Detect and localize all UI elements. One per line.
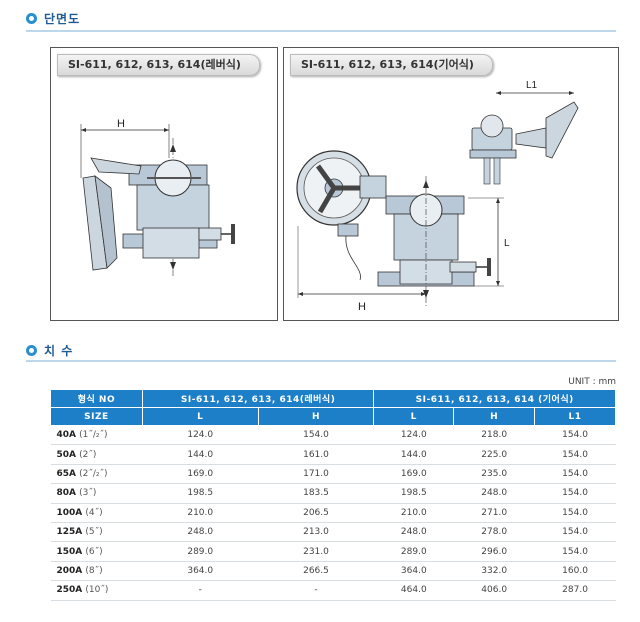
- header-gear-h: H: [453, 407, 536, 426]
- gear-h-cell: 218.0: [453, 425, 535, 446]
- header-lever-type: SI-611, 612, 613, 614(레버식): [141, 389, 375, 408]
- dimension-l1-label: L1: [526, 80, 538, 91]
- lever-type-label: SI-611, 612, 613, 614(레버식): [57, 54, 260, 76]
- lever-h-cell: 213.0: [258, 522, 374, 543]
- table-row: 200A (8˝) 364.0 266.5 364.0 332.0 160.0: [50, 561, 616, 582]
- gear-h-cell: 235.0: [453, 464, 535, 485]
- dimension-l-label: L: [504, 238, 510, 249]
- lever-l-cell: 198.5: [142, 483, 259, 504]
- gear-h-cell: 225.0: [453, 444, 535, 465]
- gear-l1-cell: 154.0: [534, 503, 616, 523]
- dimension-h-label: H: [117, 118, 125, 130]
- lever-type-drawing-panel: SI-611, 612, 613, 614(레버식) H: [50, 47, 278, 321]
- gear-l1-cell: 154.0: [534, 425, 616, 446]
- gear-l-cell: 248.0: [373, 522, 454, 543]
- gear-valve-cross-section-drawing: L1 L: [296, 80, 579, 313]
- lever-h-cell: -: [258, 580, 374, 601]
- gear-type-label: SI-611, 612, 613, 614(기어식): [290, 54, 493, 76]
- gear-h-cell: 278.0: [453, 522, 535, 543]
- table-row: 250A (10˝) - - 464.0 406.0 287.0: [50, 580, 616, 601]
- header-lever-l: L: [141, 407, 259, 426]
- header-gear-l: L: [373, 407, 455, 426]
- size-cell: 50A (2˝): [50, 444, 143, 465]
- table-row: 65A (2˝/₂˝) 169.0 171.0 169.0 235.0 154.…: [50, 464, 616, 485]
- lever-h-cell: 206.5: [258, 503, 374, 523]
- gear-l-cell: 210.0: [373, 503, 454, 523]
- lever-l-cell: 169.0: [142, 464, 259, 485]
- lever-l-cell: -: [142, 580, 259, 601]
- header-lever-h: H: [257, 407, 375, 426]
- section-bullet-icon: [26, 345, 37, 356]
- table-row: 100A (4˝) 210.0 206.5 210.0 271.0 154.0: [50, 503, 616, 523]
- lever-l-cell: 248.0: [142, 522, 259, 543]
- gear-l1-cell: 287.0: [534, 580, 616, 601]
- gear-l-cell: 124.0: [373, 425, 454, 446]
- header-gear-type: SI-611, 612, 613, 614 (기어식): [373, 389, 616, 408]
- section-header-cross-section: 단면도: [26, 10, 80, 27]
- lever-h-cell: 154.0: [258, 425, 374, 446]
- gear-l1-cell: 154.0: [534, 483, 616, 504]
- section-header-dimensions: 치 수: [26, 342, 73, 359]
- size-cell: 100A (4˝): [50, 503, 143, 523]
- table-row: 150A (6˝) 289.0 231.0 289.0 296.0 154.0: [50, 541, 616, 562]
- gear-l1-cell: 154.0: [534, 464, 616, 485]
- gear-l-cell: 169.0: [373, 464, 454, 485]
- lever-h-cell: 266.5: [258, 561, 374, 582]
- size-cell: 80A (3˝): [50, 483, 143, 504]
- lever-h-cell: 171.0: [258, 464, 374, 485]
- table-row: 40A (1˝/₂˝) 124.0 154.0 124.0 218.0 154.…: [50, 425, 616, 446]
- table-row: 125A (5˝) 248.0 213.0 248.0 278.0 154.0: [50, 522, 616, 543]
- section-title: 치 수: [44, 344, 74, 358]
- table-row: 80A (3˝) 198.5 183.5 198.5 248.0 154.0: [50, 483, 616, 504]
- section-divider: [26, 30, 616, 32]
- gear-h-cell: 332.0: [453, 561, 535, 582]
- lever-l-cell: 364.0: [142, 561, 259, 582]
- lever-l-cell: 124.0: [142, 425, 259, 446]
- dimension-table: 형식 NO SI-611, 612, 613, 614(레버식) SI-611,…: [50, 389, 616, 601]
- gear-l1-cell: 154.0: [534, 522, 616, 543]
- lever-valve-cross-section-drawing: H: [80, 118, 235, 278]
- gear-l-cell: 198.5: [373, 483, 454, 504]
- lever-h-cell: 183.5: [258, 483, 374, 504]
- lever-l-cell: 289.0: [142, 541, 259, 562]
- size-cell: 40A (1˝/₂˝): [50, 425, 143, 446]
- gear-l-cell: 144.0: [373, 444, 454, 465]
- header-model-no: 형식 NO: [50, 389, 143, 408]
- gear-l-cell: 289.0: [373, 541, 454, 562]
- size-cell: 250A (10˝): [50, 580, 143, 601]
- lever-h-cell: 231.0: [258, 541, 374, 562]
- size-cell: 65A (2˝/₂˝): [50, 464, 143, 485]
- unit-label: UNIT : mm: [568, 377, 616, 387]
- header-size: SIZE: [50, 407, 143, 426]
- size-cell: 150A (6˝): [50, 541, 143, 562]
- gear-l1-cell: 160.0: [534, 561, 616, 582]
- gear-h-cell: 406.0: [453, 580, 535, 601]
- gear-h-cell: 271.0: [453, 503, 535, 523]
- gear-type-drawing-panel: SI-611, 612, 613, 614(기어식) L1: [283, 47, 619, 321]
- lever-h-cell: 161.0: [258, 444, 374, 465]
- lever-l-cell: 144.0: [142, 444, 259, 465]
- header-gear-l1: L1: [534, 407, 616, 426]
- gear-h-cell: 248.0: [453, 483, 535, 504]
- dimension-h-label: H: [358, 301, 366, 313]
- lever-l-cell: 210.0: [142, 503, 259, 523]
- section-bullet-icon: [26, 13, 37, 24]
- gear-h-cell: 296.0: [453, 541, 535, 562]
- gear-l-cell: 464.0: [373, 580, 454, 601]
- gear-l-cell: 364.0: [373, 561, 454, 582]
- section-divider: [26, 360, 616, 362]
- table-row: 50A (2˝) 144.0 161.0 144.0 225.0 154.0: [50, 444, 616, 465]
- gear-l1-cell: 154.0: [534, 444, 616, 465]
- gear-l1-cell: 154.0: [534, 541, 616, 562]
- section-title: 단면도: [44, 12, 81, 26]
- size-cell: 200A (8˝): [50, 561, 143, 582]
- size-cell: 125A (5˝): [50, 522, 143, 543]
